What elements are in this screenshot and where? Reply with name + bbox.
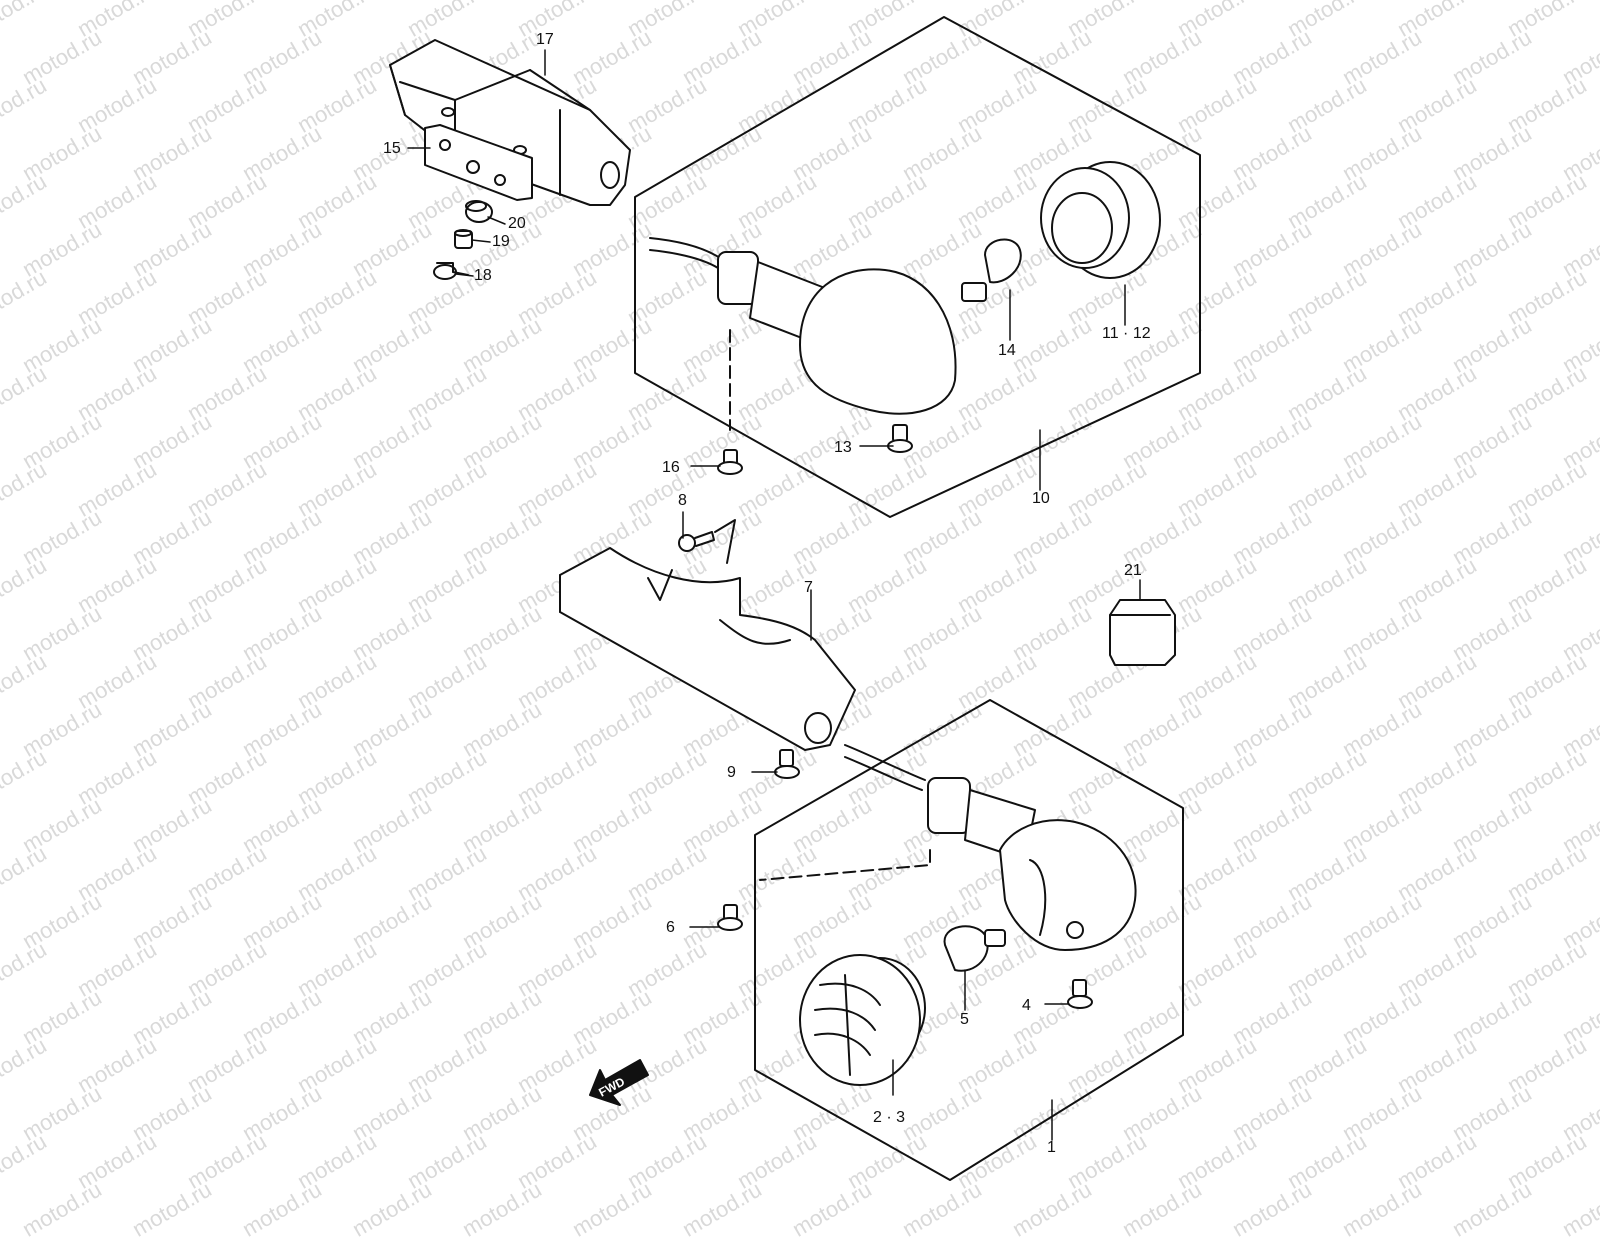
- callout-18: 18: [474, 267, 492, 284]
- rear-turn-signal-housing: [649, 237, 957, 431]
- callout-7: 7: [804, 579, 813, 596]
- rear-bulb-part: [961, 238, 1022, 302]
- callout-15: 15: [383, 140, 401, 157]
- bracket-bolt-part: [678, 519, 736, 564]
- rear-mount-screw-part: [717, 449, 743, 475]
- bracket-housing-part: [389, 39, 631, 206]
- front-turn-signal-housing: [759, 744, 1137, 951]
- relay-part: [1109, 599, 1176, 666]
- callout-1: 1: [1047, 1139, 1056, 1156]
- forward-arrow-icon: [589, 1059, 649, 1106]
- callout-2-3: 2 · 3: [873, 1109, 906, 1126]
- rear-lens-screw-part: [887, 424, 913, 453]
- front-mount-screw-part: [717, 904, 743, 931]
- callout-6: 6: [666, 919, 675, 936]
- callout-21: 21: [1124, 562, 1142, 579]
- front-bracket-screw-part: [774, 749, 800, 779]
- callout-14: 14: [998, 342, 1016, 359]
- callout-4: 4: [1022, 997, 1031, 1014]
- callout-19: 19: [492, 233, 510, 250]
- assembly-box-front: [754, 699, 1184, 1181]
- front-lens-screw-part: [1067, 979, 1093, 1009]
- callout-8: 8: [678, 492, 687, 509]
- callout-17: 17: [536, 31, 554, 48]
- bracket-screw-part: [433, 262, 469, 280]
- collar-part: [454, 229, 473, 249]
- assembly-box-rear: [634, 16, 1201, 518]
- front-bracket-part: [559, 547, 856, 751]
- rear-lens-part: [1040, 161, 1161, 279]
- grommet-part: [465, 200, 493, 223]
- front-lens-part: [799, 954, 926, 1086]
- callout-16: 16: [662, 459, 680, 476]
- callout-11-12: 11 · 12: [1102, 325, 1151, 342]
- callout-10: 10: [1032, 490, 1050, 507]
- mounting-plate-part: [424, 124, 533, 201]
- callout-13: 13: [834, 439, 852, 456]
- callout-9: 9: [727, 764, 736, 781]
- callout-20: 20: [508, 215, 526, 232]
- callout-5: 5: [960, 1011, 969, 1028]
- leader-lines: [407, 49, 1141, 1141]
- front-bulb-part: [943, 925, 1006, 972]
- parts-diagram: [389, 16, 1201, 1181]
